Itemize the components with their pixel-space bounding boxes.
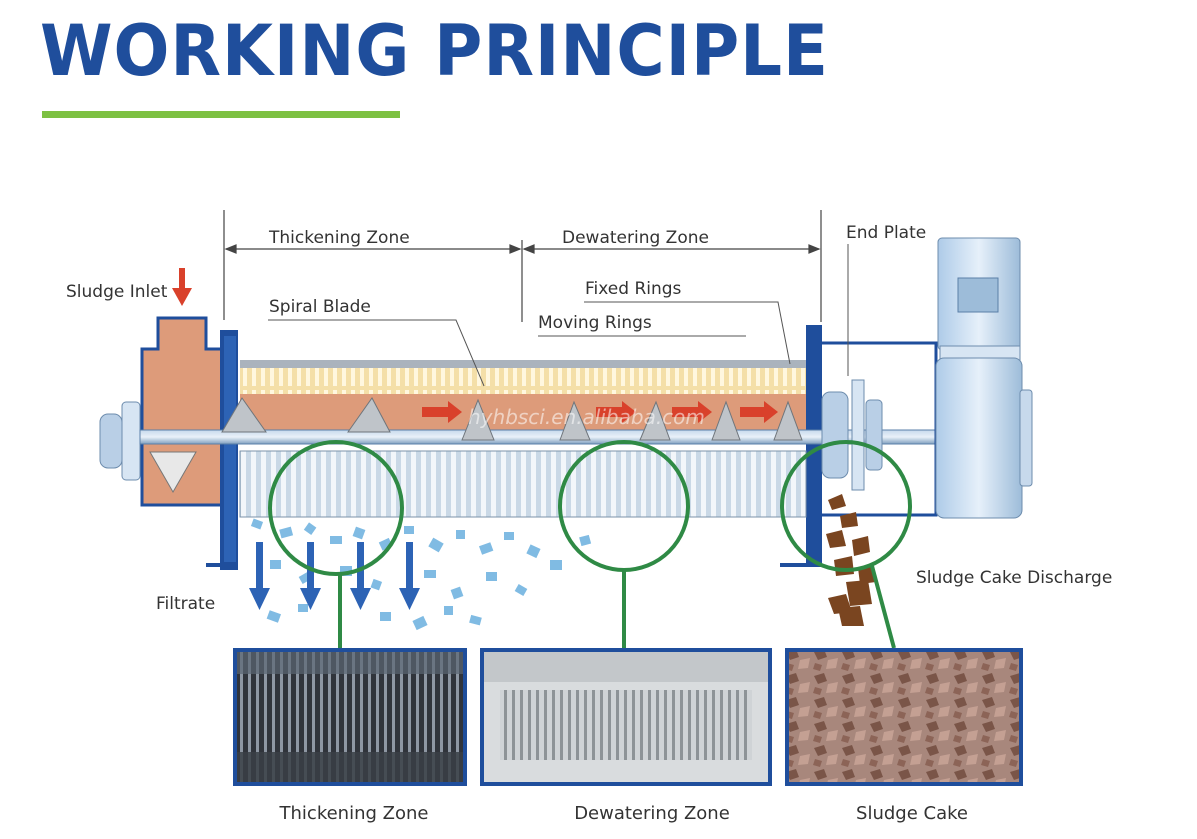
label-dewatering-zone: Dewatering Zone	[562, 228, 709, 248]
front-base-line	[206, 563, 228, 567]
detail-circle-discharge	[780, 440, 912, 649]
fixed-rings	[240, 368, 806, 394]
front-flange-inner	[224, 336, 236, 562]
sludge-mass	[240, 394, 806, 434]
label-spiral-blade: Spiral Blade	[269, 297, 371, 317]
detail-circle-thickening	[268, 440, 404, 648]
label-moving-rings: Moving Rings	[538, 313, 652, 333]
watermark: hyhbsci.en.alibaba.com	[468, 405, 705, 429]
caption-dewatering-zone: Dewatering Zone	[574, 803, 730, 824]
label-sludge-inlet: Sludge Inlet	[66, 282, 168, 302]
spiral-blades	[221, 397, 803, 441]
label-leader-lines	[268, 244, 849, 387]
zone-dimension-lines	[223, 210, 822, 322]
sludge-inlet-arrow	[172, 268, 192, 306]
photo-thickening-zone	[233, 648, 467, 786]
caption-thickening-zone: Thickening Zone	[279, 803, 429, 824]
title-underline	[42, 111, 400, 118]
drum-top-cover	[240, 360, 806, 368]
drive-base-line	[780, 563, 822, 567]
label-end-plate: End Plate	[846, 223, 926, 243]
label-thickening-zone: Thickening Zone	[268, 228, 410, 248]
moving-rings	[239, 450, 807, 518]
filtrate-drops	[250, 518, 592, 631]
filtrate-arrows	[249, 542, 420, 610]
photo-dewatering-zone	[480, 648, 772, 786]
caption-sludge-cake: Sludge Cake	[856, 803, 968, 824]
sludge-flow-arrows	[422, 401, 778, 423]
page-title: WORKING PRINCIPLE	[40, 10, 829, 92]
left-bearing-hub	[99, 401, 141, 481]
label-filtrate: Filtrate	[156, 594, 215, 614]
label-fixed-rings: Fixed Rings	[585, 279, 682, 299]
motor	[935, 237, 1033, 519]
sludge-inlet-hopper	[140, 316, 224, 507]
photo-sludge-cake	[785, 648, 1023, 786]
end-plate-assembly	[821, 379, 883, 491]
rear-flange	[806, 325, 822, 565]
label-sludge-cake-discharge: Sludge Cake Discharge	[916, 568, 1112, 588]
detail-circle-dewatering	[558, 440, 690, 648]
